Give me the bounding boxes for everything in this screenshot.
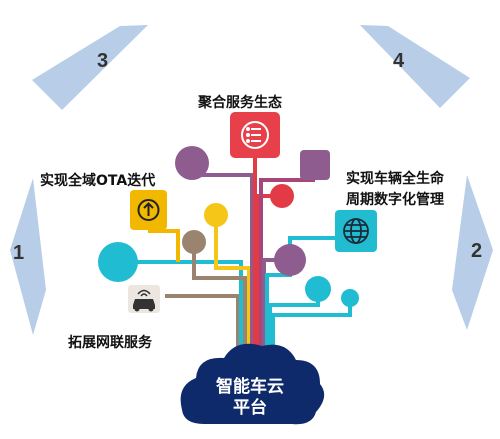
connected-services-node xyxy=(128,285,160,313)
ota-iteration-node xyxy=(130,190,167,230)
connected-services-label: 拓展网联服务 xyxy=(68,335,152,351)
red-ball xyxy=(270,184,294,208)
yellow-ball xyxy=(204,203,228,227)
purple-ball xyxy=(175,146,209,180)
connector-magenta-square xyxy=(259,178,315,365)
cloud-shape xyxy=(180,343,325,425)
purple-ball-right xyxy=(274,244,306,276)
ring-segment-top-left xyxy=(32,25,148,110)
connector-ota xyxy=(148,229,180,262)
globe-chip-icon xyxy=(343,218,369,244)
connector-cyan-left xyxy=(118,260,243,365)
ring-number-1: 1 xyxy=(13,242,25,264)
ring-segment-right xyxy=(452,175,493,330)
brown-ball xyxy=(182,230,206,254)
connected-car-icon xyxy=(133,289,155,312)
connector-brown xyxy=(165,294,240,365)
hub-label-line1: 智能车云 xyxy=(216,377,284,397)
connector-brown-ball xyxy=(192,242,247,365)
vehicle-lifecycle-label-line2: 周期数字化管理 xyxy=(346,192,444,208)
cyan-ball-left xyxy=(98,242,138,282)
vehicle-lifecycle-label-line1: 实现车辆全生命 xyxy=(346,171,444,187)
ring-number-3: 3 xyxy=(97,50,109,72)
list-circle-icon xyxy=(241,121,269,149)
service-ecosystem-node xyxy=(230,112,280,158)
connector-yellow-ball xyxy=(214,215,251,365)
cyan-ball-small xyxy=(341,289,359,307)
hub-label: 智能车云 平台 xyxy=(190,377,310,419)
hub-label-line2: 平台 xyxy=(233,398,267,418)
ring-segment-top-right xyxy=(360,25,470,108)
ring-number-2: 2 xyxy=(471,240,483,262)
magenta-square xyxy=(300,150,330,180)
ota-iteration-label: 实现全域OTA迭代 xyxy=(40,173,156,189)
service-ecosystem-label: 聚合服务生态 xyxy=(198,95,282,111)
connector-purple-ball xyxy=(192,173,254,365)
vehicle-lifecycle-node xyxy=(335,210,377,252)
upload-arrow-icon xyxy=(137,199,160,221)
ring-segment-left xyxy=(10,178,46,335)
cyan-ball-right xyxy=(305,276,331,302)
ring-number-4: 4 xyxy=(393,50,405,72)
